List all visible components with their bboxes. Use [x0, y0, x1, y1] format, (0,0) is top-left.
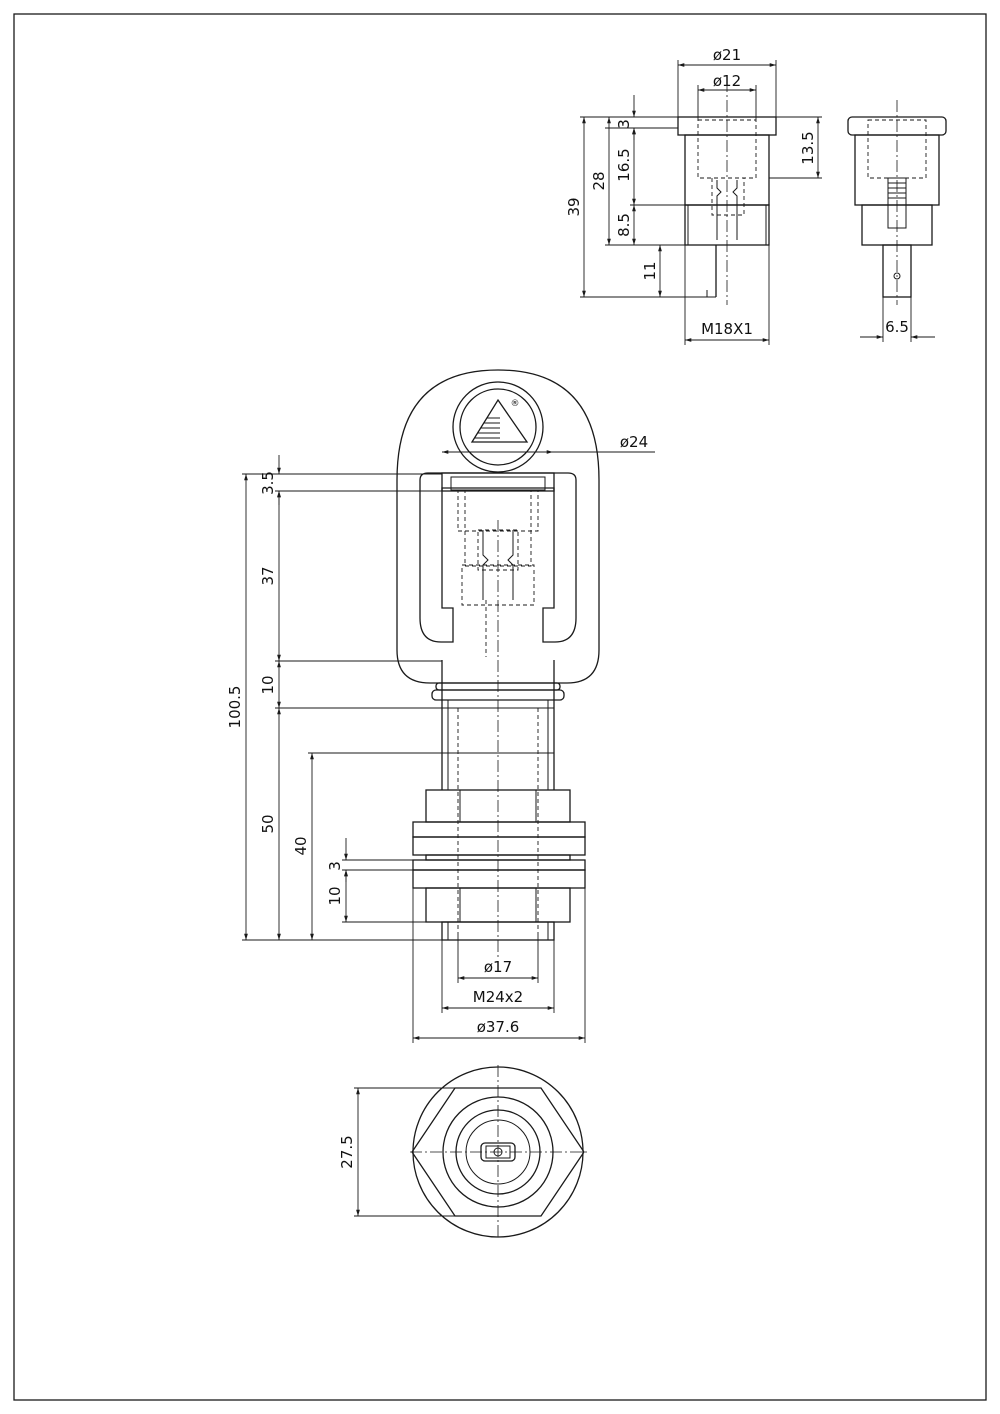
dim-d21: ø21 — [713, 46, 741, 64]
main-view-dimensions: 3.5 37 10 50 100.5 40 3 10 ø17 M2 — [226, 455, 586, 1043]
dim-d37-6: ø37.6 — [477, 1018, 520, 1036]
dim-10-lower: 10 — [326, 886, 344, 905]
dim-39: 39 — [565, 197, 583, 216]
dim-16-5: 16.5 — [615, 148, 633, 181]
dim-13-5: 13.5 — [799, 131, 817, 164]
dim-40: 40 — [292, 836, 310, 855]
dim-37: 37 — [259, 566, 277, 585]
dim-d17: ø17 — [484, 958, 512, 976]
dim-11: 11 — [641, 261, 659, 280]
dim-8-5: 8.5 — [615, 213, 633, 237]
dim-m24x2: M24x2 — [473, 988, 523, 1006]
registered-mark: ® — [511, 399, 520, 409]
bottom-end-view: 27.5 — [338, 1065, 590, 1240]
dim-3-main: 3 — [326, 861, 344, 871]
dim-d24: ø24 — [620, 433, 648, 451]
dim-50: 50 — [259, 814, 277, 833]
dim-10-upper: 10 — [259, 675, 277, 694]
dim-3-5: 3.5 — [259, 471, 277, 495]
dim-27-5: 27.5 — [338, 1135, 356, 1168]
dim-3-top: 3 — [615, 119, 633, 129]
dim-100-5: 100.5 — [226, 686, 244, 729]
small-socket-dimensions: ø21 ø12 3 16.5 8.5 28 39 11 — [565, 46, 822, 345]
sheet-border — [13, 13, 987, 1401]
dim-m18x1: M18X1 — [701, 320, 753, 338]
brand-triangle-logo-icon: ® — [470, 398, 529, 443]
dim-28: 28 — [590, 171, 608, 190]
small-socket-front-view: 6.5 — [847, 100, 947, 342]
dim-d12: ø12 — [713, 72, 741, 90]
dim-6-5: 6.5 — [885, 318, 909, 336]
small-socket-side-view — [677, 80, 777, 305]
main-assembly-view: ® ø24 — [396, 369, 655, 960]
